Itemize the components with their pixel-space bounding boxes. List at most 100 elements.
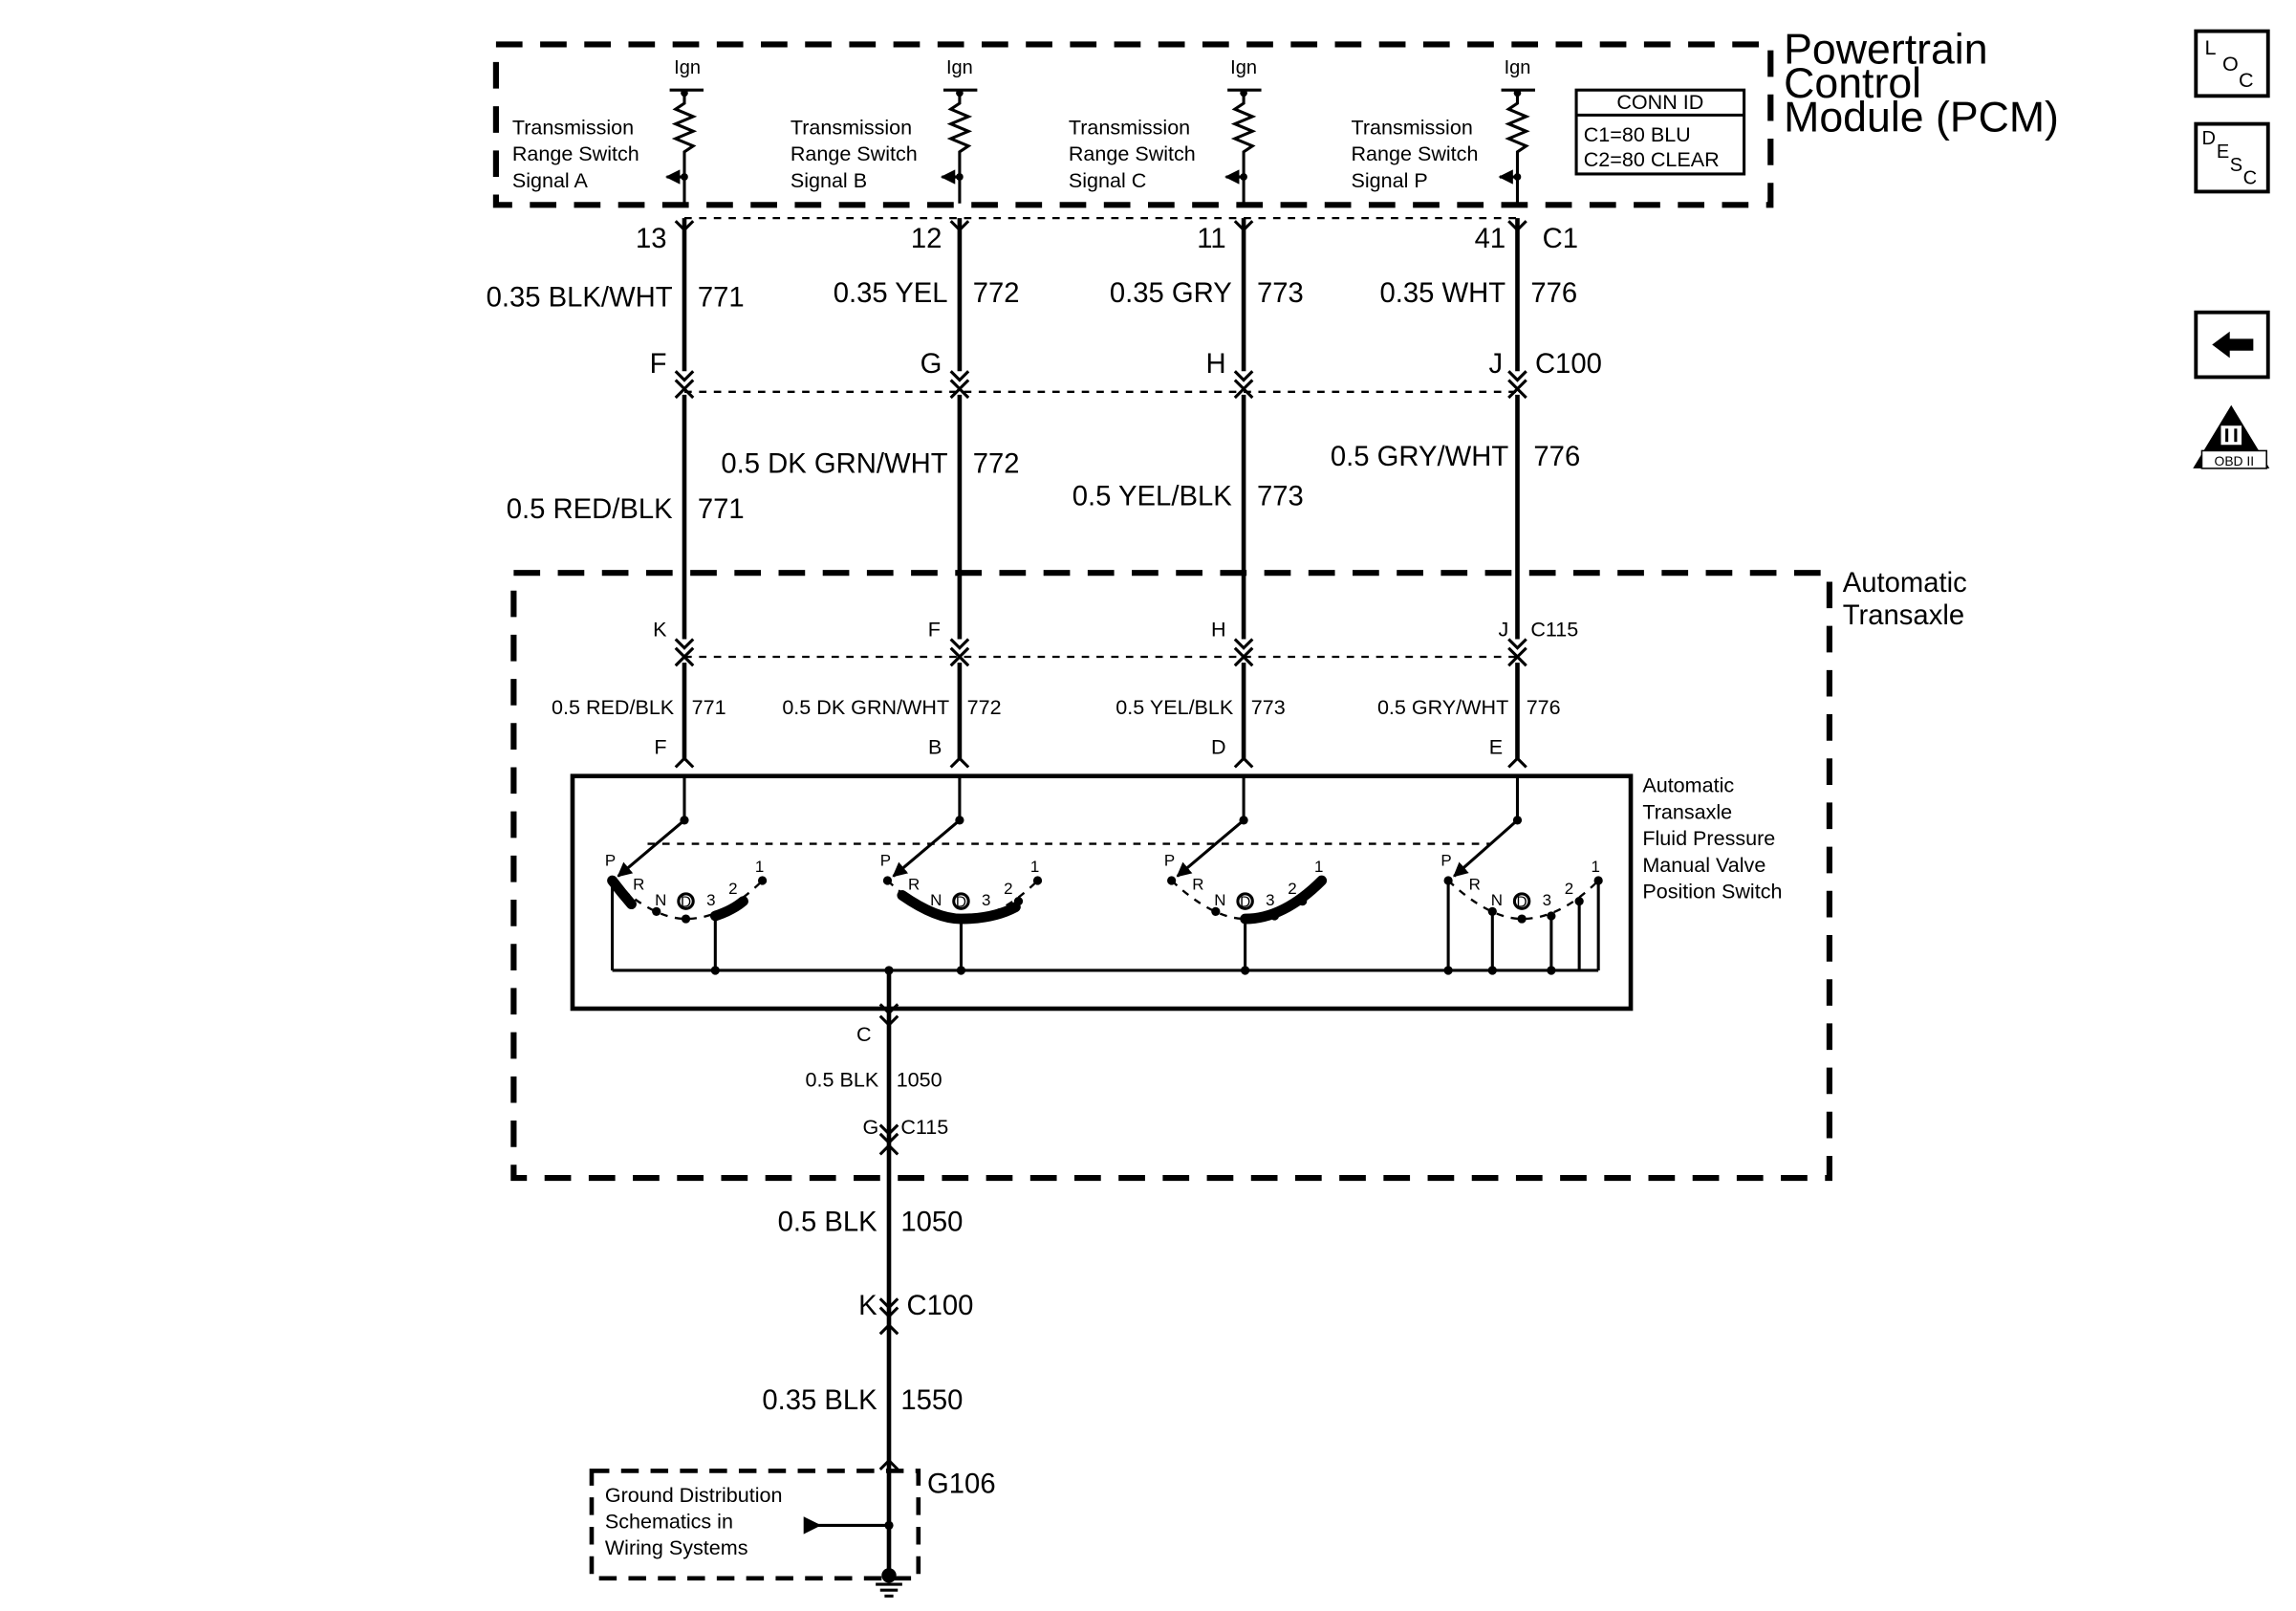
ign-label: Ign [946,57,973,78]
svg-text:0.35 WHT: 0.35 WHT [1380,278,1506,309]
svg-text:Range Switch: Range Switch [1069,142,1196,165]
svg-text:2: 2 [1565,880,1573,898]
svg-text:P: P [605,852,616,870]
pcm-pin-11: 11 [1197,224,1225,254]
obd-ii-button[interactable]: OBD II [2193,404,2270,469]
svg-text:Signal P: Signal P [1351,168,1427,192]
svg-text:E: E [2217,142,2229,163]
ign-label: Ign [674,57,701,78]
svg-text:3: 3 [1543,891,1551,909]
svg-text:Transmission: Transmission [1351,115,1472,139]
pcm-box [492,41,1774,208]
svg-text:Transmission: Transmission [791,115,912,139]
svg-text:3: 3 [982,891,990,909]
ground-symbol-icon [876,1568,902,1598]
svg-text:G: G [862,1115,878,1139]
svg-text:D: D [1517,895,1527,911]
svg-text:S: S [2230,155,2242,176]
desc-button[interactable]: D E S C [2194,121,2270,194]
svg-text:0.35 BLK/WHT: 0.35 BLK/WHT [487,283,673,314]
svg-text:Signal B: Signal B [791,168,867,192]
svg-text:776: 776 [1527,695,1561,719]
svg-text:Transmission: Transmission [1069,115,1190,139]
svg-text:P: P [1164,852,1175,870]
svg-text:Transmission: Transmission [512,115,634,139]
svg-text:0.5 DK GRN/WHT: 0.5 DK GRN/WHT [721,449,947,480]
svg-text:Fluid Pressure: Fluid Pressure [1642,826,1775,850]
svg-text:H: H [1205,349,1225,380]
svg-text:F: F [650,349,667,380]
pcm-circuit-b: Ign Transmission Range Switch Signal B [791,57,978,204]
svg-text:J: J [1498,617,1508,641]
svg-text:0.5 RED/BLK: 0.5 RED/BLK [552,695,675,719]
svg-text:772: 772 [967,695,1002,719]
svg-text:771: 771 [698,494,745,525]
svg-text:K: K [858,1291,877,1321]
svg-text:C: C [2243,168,2257,189]
svg-text:N: N [1214,891,1225,909]
svg-text:776: 776 [1530,278,1577,309]
svg-text:772: 772 [973,278,1020,309]
back-button[interactable] [2194,310,2270,380]
svg-text:0.5 RED/BLK: 0.5 RED/BLK [507,494,673,525]
svg-text:1050: 1050 [897,1068,942,1092]
pcm-title-2: Control [1784,60,1921,107]
pcm-pin-12: 12 [911,224,942,254]
svg-text:Signal A: Signal A [512,168,589,192]
svg-text:0.5 DK GRN/WHT: 0.5 DK GRN/WHT [782,695,949,719]
svg-text:Transaxle: Transaxle [1642,799,1732,823]
svg-text:R: R [633,875,644,893]
svg-text:0.35 BLK: 0.35 BLK [762,1385,877,1416]
svg-text:F: F [654,735,666,759]
svg-text:2: 2 [1004,880,1012,898]
svg-text:773: 773 [1251,695,1286,719]
pcm-circuit-a: Ign Transmission Range Switch Signal A [512,57,704,204]
middle-wires: 0.5 RED/BLK 771 0.5 DK GRN/WHT 772 0.5 Y… [507,394,1580,640]
svg-text:P: P [880,852,891,870]
svg-text:B: B [928,735,942,759]
svg-text:Wiring Systems: Wiring Systems [605,1535,748,1559]
svg-text:0.5 BLK: 0.5 BLK [806,1068,879,1092]
c1-connector-name: C1 [1543,224,1578,254]
c1-pins: 13 12 11 41 C1 [636,220,1578,254]
obd-ii-label: OBD II [2215,453,2255,468]
svg-text:R: R [1469,875,1481,893]
svg-text:Ground Distribution: Ground Distribution [605,1483,783,1507]
svg-text:0.35 GRY: 0.35 GRY [1110,278,1232,309]
svg-text:0.5 GRY/WHT: 0.5 GRY/WHT [1331,442,1509,472]
svg-text:771: 771 [698,283,745,314]
svg-text:N: N [1491,891,1503,909]
loc-button[interactable]: L O C [2194,29,2270,98]
ign-label: Ign [1505,57,1531,78]
svg-text:1: 1 [1591,858,1599,876]
conn-id-c2: C2=80 CLEAR [1584,147,1720,171]
c100-ground-connector: C100 [906,1291,973,1321]
switch-c: P R N D 3 2 1 [1164,775,1328,970]
svg-text:Range Switch: Range Switch [1351,142,1478,165]
svg-text:0.35 YEL: 0.35 YEL [834,278,948,309]
svg-text:773: 773 [1257,481,1304,512]
back-arrow-icon [2212,331,2254,359]
c115-pins: K F H J C115 [653,617,1578,667]
svg-text:Schematics in: Schematics in [605,1510,733,1534]
svg-text:C: C [856,1022,872,1046]
svg-text:3: 3 [706,891,715,909]
svg-text:L: L [2205,35,2217,59]
svg-text:0.5 GRY/WHT: 0.5 GRY/WHT [1377,695,1508,719]
c115-connector-name: C115 [1530,617,1578,641]
svg-text:J: J [1488,349,1503,380]
pcm-pin-41: 41 [1475,224,1506,254]
svg-text:P: P [1440,852,1451,870]
svg-text:N: N [655,891,666,909]
switch-p: P R N D 3 2 1 [1440,775,1603,970]
svg-text:D: D [681,895,691,911]
c115-ground-connector: C115 [900,1115,948,1139]
svg-text:1: 1 [1030,858,1039,876]
obd-ii-icon [2193,404,2270,469]
svg-text:Range Switch: Range Switch [512,142,639,165]
svg-text:Automatic: Automatic [1642,773,1734,797]
svg-text:D: D [2201,128,2215,149]
ground-reference-box [589,1469,921,1581]
pcm-pin-13: 13 [636,224,667,254]
